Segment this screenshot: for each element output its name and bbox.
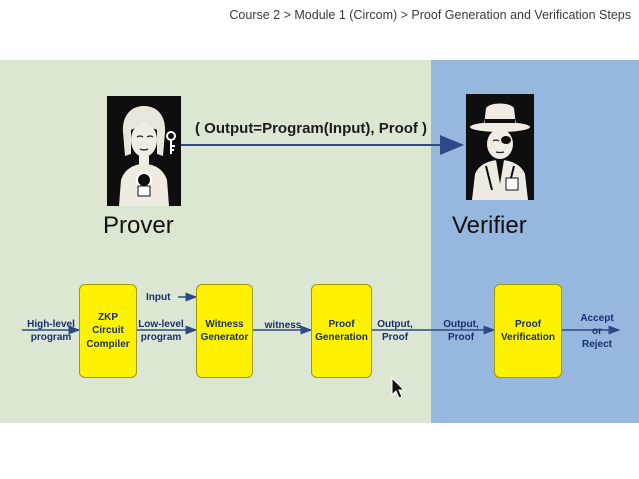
accept-or-reject-label: Accept or Reject	[580, 313, 614, 350]
witness-label: witness	[264, 320, 302, 331]
high-level-program-label: High-level program	[27, 319, 75, 343]
breadcrumb: Course 2 > Module 1 (Circom) > Proof Gen…	[229, 8, 631, 22]
verifier-label: Verifier	[452, 212, 527, 239]
low-level-program-label: Low-level program	[138, 319, 184, 343]
mouse-pointer-icon	[391, 376, 406, 404]
output-proof-label-verifier: Output, Proof	[443, 319, 479, 343]
proof-verification-box: Proof Verification	[494, 284, 562, 378]
input-label: Input	[146, 292, 171, 303]
proof-claim-text: ( Output=Program(Input), Proof )	[195, 120, 428, 137]
zkp-circuit-compiler-box: ZKP Circuit Compiler	[79, 284, 137, 378]
verifier-avatar-icon	[466, 94, 534, 200]
output-proof-label-prover: Output, Proof	[377, 319, 413, 343]
proof-generation-box: Proof Generation	[311, 284, 372, 378]
prover-label: Prover	[103, 212, 174, 239]
prover-avatar-icon	[107, 96, 181, 206]
witness-generator-box: Witness Generator	[196, 284, 253, 378]
